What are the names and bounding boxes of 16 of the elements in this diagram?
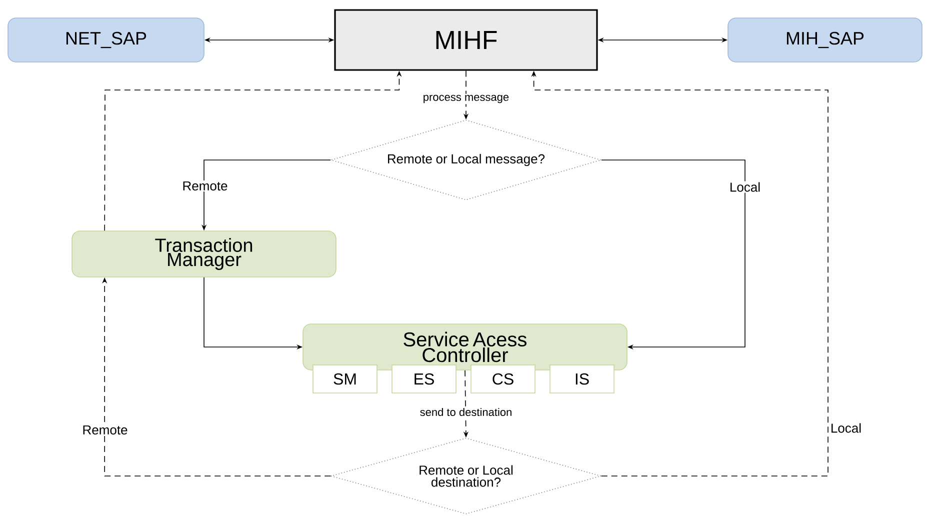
edge-label: process message (422, 94, 510, 104)
edge-label: Local (829, 422, 863, 434)
connector-arrow (601, 160, 746, 350)
function-box: MIHF (334, 9, 598, 71)
process-box: Transaction Manager (72, 230, 336, 278)
module-box: SM (312, 364, 378, 394)
access-point-box: NET_SAP (8, 18, 204, 62)
edge-label: Remote (81, 424, 129, 436)
process-box: Service Acess Controller (302, 324, 628, 370)
edge-label: Remote (181, 180, 229, 192)
edge-label: Local (728, 181, 762, 193)
module-box: IS (550, 364, 614, 394)
access-point-box: MIH_SAP (728, 18, 922, 62)
module-box: ES (392, 364, 456, 394)
module-box: CS (470, 364, 536, 394)
edge-label: send to destination (418, 406, 514, 418)
